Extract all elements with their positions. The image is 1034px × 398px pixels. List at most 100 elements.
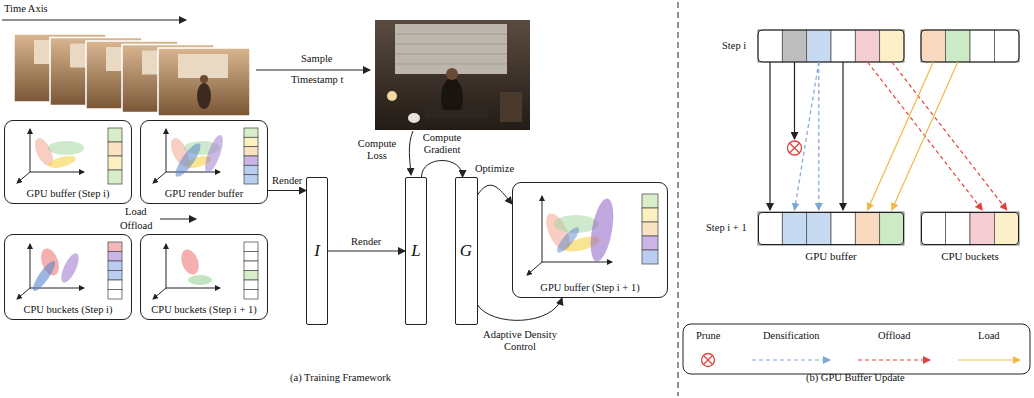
flow-arrow — [478, 298, 563, 320]
buffer-cells-step-i-plus-1-part — [782, 212, 806, 245]
buffer-update-arrows-part — [818, 62, 819, 210]
stage-block: G — [455, 177, 478, 325]
gaussian-scene-part-part — [244, 137, 258, 146]
buffer-update-arrows-part — [842, 62, 843, 210]
arrow-label: Offload — [120, 220, 152, 232]
gaussian-scene-part — [244, 128, 258, 184]
buffer-update-arrows — [770, 62, 1007, 210]
video-frames-part — [158, 48, 250, 116]
gaussian-scene-part-part — [244, 271, 258, 281]
legend-box-part — [752, 359, 830, 360]
sampled-frame-part — [395, 34, 507, 35]
legend-box-part — [704, 356, 713, 365]
sampled-frame-part — [375, 20, 530, 130]
prune-symbol-part — [790, 143, 800, 153]
gaussian-scene-part-part — [108, 252, 122, 262]
gaussian-scene-part-part — [108, 242, 122, 252]
buffer-box: GPU render buffer — [140, 120, 268, 204]
arrow-label: Load — [125, 206, 147, 218]
edge-label: Render — [350, 236, 382, 248]
symbol-label: I — [314, 241, 320, 261]
box-caption: CPU buckets (Step i) — [24, 304, 113, 316]
buffer-row-step-i-part-part — [921, 30, 946, 62]
gaussian-scene — [153, 242, 258, 299]
gaussian-scene-part-part — [244, 280, 258, 290]
buffer-box: GPU buffer (Step i + 1) — [512, 182, 668, 298]
legend-label: Prune — [696, 330, 721, 342]
box-caption: GPU buffer (Step i + 1) — [540, 282, 639, 294]
box-caption: GPU buffer (Step i) — [27, 188, 110, 200]
video-frames-part-part — [178, 54, 228, 78]
buffer-row-step-i-part-part — [807, 30, 831, 62]
gaussian-scene-part — [554, 225, 582, 256]
buffer-row-step-i-part-part — [995, 30, 1020, 62]
sampled-frame-part — [395, 64, 507, 65]
gaussian-scene-part — [58, 251, 82, 285]
buffer-cells-step-i-plus-1-part — [946, 212, 971, 245]
gaussian-scene-part-part — [108, 261, 122, 271]
gaussian-scene — [153, 128, 258, 184]
box-caption: CPU buckets (Step i + 1) — [151, 304, 256, 316]
gaussian-scene-part — [166, 288, 220, 289]
gaussian-scene-part-part — [108, 290, 122, 300]
gaussian-scene-part — [172, 140, 205, 180]
gaussian-scene-part — [166, 129, 167, 172]
gaussian-scene-part — [244, 242, 258, 299]
buffer-row-step-i — [758, 30, 1019, 62]
stage-block: I — [306, 177, 328, 325]
prune-symbol — [788, 141, 802, 155]
gaussian-scene-part-part — [642, 250, 658, 264]
gaussian-scene-part — [30, 244, 31, 288]
buffer-update-arrows-part — [892, 62, 1007, 210]
gaussian-scene-part-part — [642, 194, 658, 208]
buffer-update-arrows-part — [795, 62, 819, 210]
legend-box-part — [958, 359, 1020, 360]
sampled-frame-part — [395, 44, 507, 45]
box-caption: GPU buffer — [805, 250, 856, 262]
legend-box-part — [858, 359, 930, 360]
gaussian-scene-part — [587, 197, 618, 264]
prune-symbol-part — [790, 143, 800, 153]
gaussian-scene-part — [30, 129, 31, 172]
buffer-update-arrows-part — [794, 62, 795, 139]
gaussian-scene-part — [188, 275, 212, 285]
prune-symbol-part — [788, 141, 802, 155]
flow-arrow — [328, 251, 405, 252]
edge-label: Compute Gradient — [415, 132, 469, 156]
edge-label: Optimize — [474, 163, 515, 175]
buffer-row-step-i-part-part — [758, 30, 782, 62]
time-axis-arrow — [2, 20, 186, 21]
gaussian-scene-part-part — [642, 222, 658, 236]
edge-label: Render — [271, 175, 303, 187]
gaussian-scene-part-part — [108, 142, 122, 156]
buffer-update-arrows-part — [868, 62, 983, 210]
buffer-update-arrows-part — [892, 62, 958, 210]
gaussian-scene-part — [642, 194, 658, 264]
step-label: Step i + 1 — [706, 222, 747, 234]
arrow-label: Timestamp t — [291, 74, 343, 86]
gaussian-scene-part-part — [244, 128, 258, 137]
compute-loss-arrow — [409, 131, 413, 175]
stage-block: L — [405, 177, 427, 325]
buffer-row-step-i-part-part — [782, 30, 806, 62]
buffer-cells-step-i-plus-1-part — [880, 212, 904, 245]
gaussian-scene — [527, 194, 658, 275]
sample-arrow — [256, 70, 370, 71]
legend-label: Load — [978, 330, 1000, 342]
buffer-box: GPU buffer (Step i) — [4, 120, 132, 204]
buffer-row-step-i-part-part — [946, 30, 971, 62]
sampled-frame-part — [387, 91, 397, 101]
buffer-row-step-i-part-part — [880, 30, 904, 62]
gaussian-scene-part — [17, 288, 30, 299]
sampled-frame — [375, 20, 530, 130]
video-frames-part-part — [158, 48, 250, 116]
symbol-label: L — [411, 241, 420, 261]
flow-arrow — [268, 190, 306, 191]
arrow-label: Compute Loss — [352, 138, 402, 162]
buffer-box: CPU buckets (Step i) — [4, 234, 132, 320]
gaussian-scene-part — [48, 141, 84, 155]
gaussian-scene-part — [153, 172, 166, 183]
legend-box-part — [704, 356, 713, 365]
subfigure-caption: (b) GPU Buffer Update — [806, 372, 905, 384]
